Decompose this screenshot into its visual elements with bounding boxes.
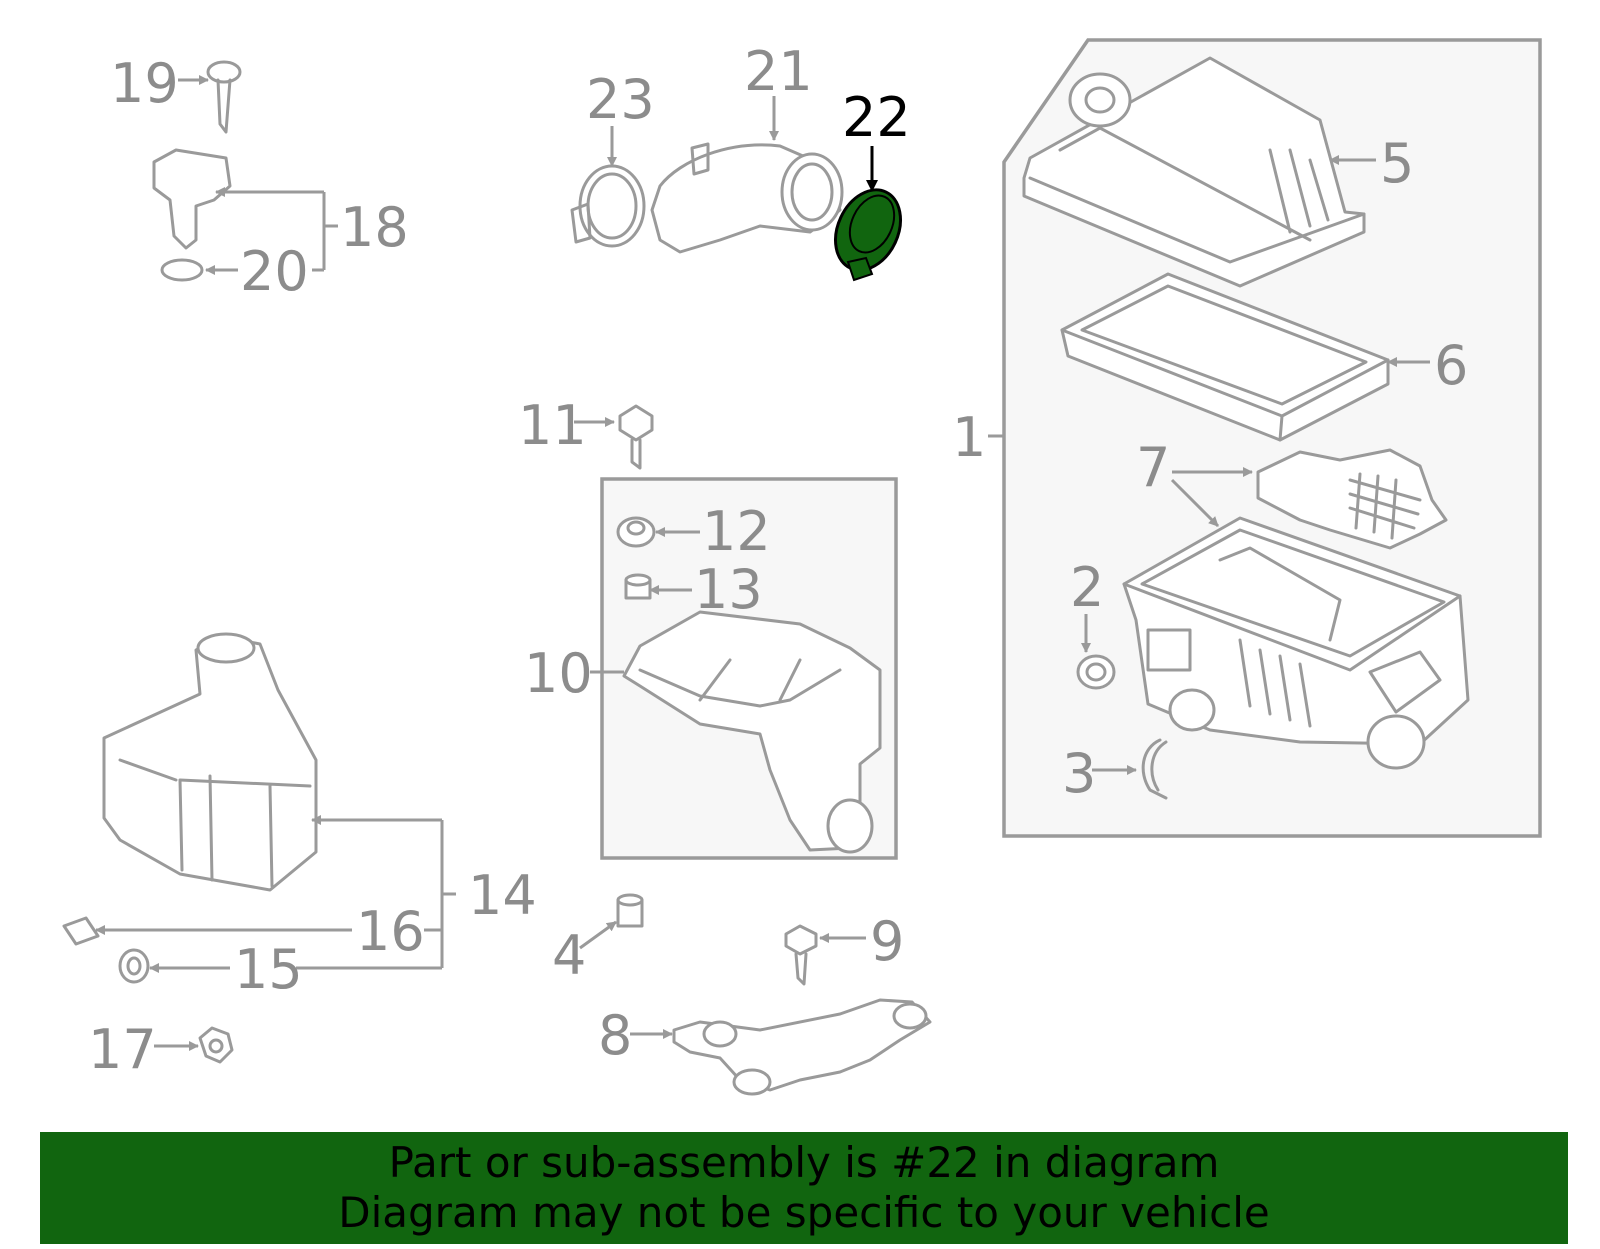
- callout-13: 13: [694, 558, 763, 621]
- notice-banner: Part or sub-assembly is #22 in diagram D…: [40, 1132, 1568, 1244]
- part-6-filter: [1060, 272, 1390, 442]
- part-9-bolt: [784, 924, 818, 986]
- callout-3: 3: [1062, 742, 1096, 805]
- callout-19: 19: [110, 52, 179, 115]
- part-22-clamp: [834, 188, 902, 282]
- callout-9: 9: [870, 910, 904, 973]
- callout-5: 5: [1380, 132, 1414, 195]
- callout-22: 22: [842, 86, 911, 149]
- part-2-grommet: [1076, 654, 1116, 690]
- part-17-nut: [198, 1026, 234, 1064]
- callout-1: 1: [952, 406, 986, 469]
- callout-17: 17: [88, 1018, 157, 1081]
- part-11-bolt: [618, 404, 654, 470]
- callout-12: 12: [702, 500, 771, 563]
- part-8-bracket: [672, 998, 932, 1096]
- part-4-collar: [616, 893, 644, 928]
- banner-line-1: Part or sub-assembly is #22 in diagram: [388, 1138, 1220, 1187]
- part-14-resonator: [102, 632, 318, 892]
- callout-6: 6: [1434, 334, 1468, 397]
- callout-8: 8: [598, 1004, 632, 1067]
- callout-11: 11: [518, 394, 587, 457]
- part-3-clip: [1141, 738, 1168, 800]
- callout-14: 14: [468, 864, 537, 927]
- callout-18: 18: [340, 196, 409, 259]
- part-21-hose: [650, 142, 844, 254]
- callout-10: 10: [524, 642, 593, 705]
- part-10-duct: [622, 610, 882, 854]
- lower-case: [1122, 516, 1470, 770]
- leader-lines: [95, 75, 1430, 1051]
- callout-21: 21: [744, 40, 813, 103]
- part-5-cover: [1022, 56, 1366, 288]
- callout-2: 2: [1070, 556, 1104, 619]
- callout-4: 4: [552, 924, 586, 987]
- callout-15: 15: [234, 938, 303, 1001]
- part-12-grommet: [616, 516, 656, 548]
- banner-line-2: Diagram may not be specific to your vehi…: [338, 1188, 1270, 1237]
- callout-16: 16: [356, 900, 425, 963]
- part-16-collar: [62, 916, 100, 946]
- part-23-clamp: [570, 164, 646, 248]
- part-15-grommet: [118, 948, 150, 984]
- part-19-screw: [206, 60, 242, 134]
- part-18-sensor: [152, 148, 232, 250]
- part-7-duct: [1256, 448, 1448, 550]
- part-20-oring: [160, 258, 204, 282]
- callout-20: 20: [240, 240, 309, 303]
- callout-23: 23: [586, 68, 655, 131]
- part-13-collar: [624, 573, 652, 600]
- callout-7: 7: [1136, 436, 1170, 499]
